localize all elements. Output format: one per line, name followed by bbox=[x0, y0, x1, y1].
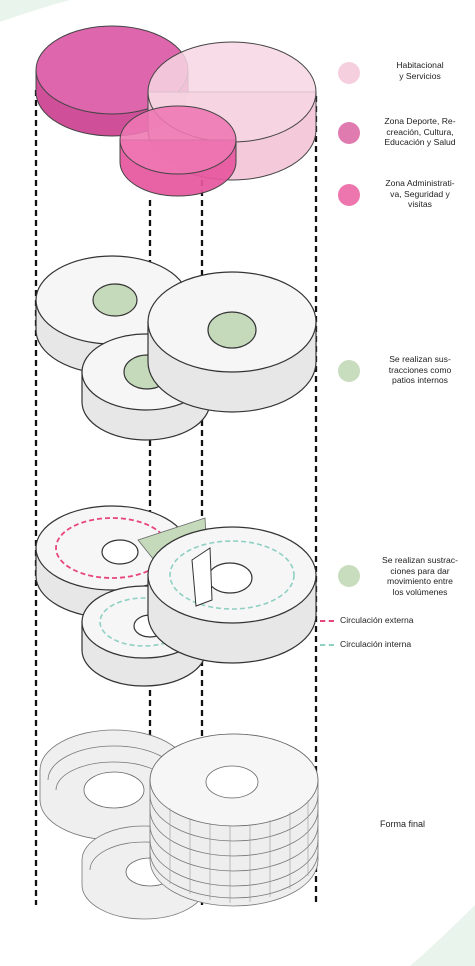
dash-internal bbox=[320, 644, 334, 646]
circulation-level bbox=[35, 505, 317, 687]
ring-left-hole bbox=[101, 539, 139, 565]
legend-administrativa: Zona Administrati- va, Seguridad y visit… bbox=[338, 176, 475, 222]
bottom-right-decoration bbox=[410, 905, 475, 966]
legend-circulacion-interna: Circulación interna bbox=[320, 639, 475, 651]
swatch-movimiento bbox=[338, 565, 360, 587]
legend-sustracciones-label: Se realizan sus- tracciones como patios … bbox=[388, 354, 452, 386]
swatch-administrativa bbox=[338, 184, 360, 206]
legend-movimiento-label: Se realizan sustrac- ciones para dar mov… bbox=[382, 555, 458, 597]
legend-habitacional-label: Habitacional y Servicios bbox=[396, 60, 444, 81]
circulation-internal-right bbox=[169, 540, 295, 610]
legend-habitacional: Habitacional y Servicios bbox=[338, 58, 475, 92]
legend-circulacion-externa-label: Circulación externa bbox=[340, 615, 414, 625]
legend-movimiento: Se realizan sustrac- ciones para dar mov… bbox=[338, 555, 475, 603]
ring-right-hole bbox=[207, 562, 253, 594]
patio-left bbox=[92, 283, 138, 317]
legend-deporte: Zona Deporte, Re- creación, Cultura, Edu… bbox=[338, 114, 475, 160]
legend-circulacion-externa: Circulación externa bbox=[320, 615, 475, 627]
legend-deporte-label: Zona Deporte, Re- creación, Cultura, Edu… bbox=[384, 116, 456, 148]
ring-right-cut bbox=[191, 547, 213, 607]
facade-grid bbox=[169, 800, 309, 903]
swatch-sustracciones bbox=[338, 360, 360, 382]
final-form-level bbox=[39, 729, 319, 920]
forma-final-label: Forma final bbox=[380, 819, 426, 829]
zone-administrativa-top bbox=[119, 105, 237, 175]
dash-external bbox=[320, 620, 334, 622]
courtyards-level bbox=[35, 255, 317, 441]
swatch-habitacional bbox=[338, 62, 360, 84]
zones-level bbox=[35, 25, 317, 197]
legend-circulacion-interna-label: Circulación interna bbox=[340, 639, 412, 649]
legend-administrativa-label: Zona Administrati- va, Seguridad y visit… bbox=[385, 178, 455, 210]
final-left-court bbox=[83, 771, 145, 809]
final-right-court bbox=[205, 765, 259, 799]
swatch-deporte bbox=[338, 122, 360, 144]
legend-sustracciones: Se realizan sus- tracciones como patios … bbox=[338, 352, 475, 392]
top-left-decoration bbox=[0, 0, 70, 22]
patio-right bbox=[207, 311, 257, 349]
